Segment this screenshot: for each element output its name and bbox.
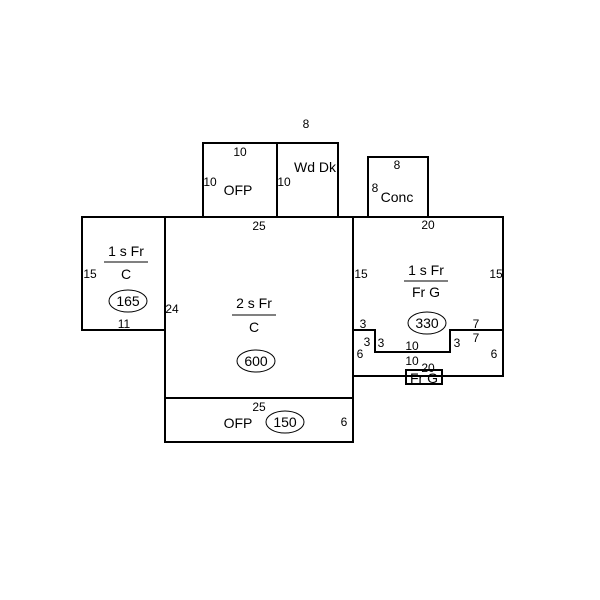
- main-label-top: 2 s Fr: [236, 295, 272, 311]
- dim-wd-dk-height: 10: [277, 175, 291, 189]
- west-area-value: 165: [116, 293, 140, 309]
- dim-notch-right-inner: 3: [454, 336, 461, 350]
- concrete-outline: [367, 156, 429, 217]
- wood-deck-outline: [277, 142, 339, 217]
- dim-east-top: 20: [421, 218, 435, 232]
- east-label-bottom: Fr G: [412, 284, 440, 300]
- dim-ofp-bottom-width: 25: [252, 400, 266, 414]
- garage-notch-outline: [353, 329, 503, 353]
- dim-ofp-top-height: 10: [203, 175, 217, 189]
- dim-notch-right-top: 7: [473, 317, 480, 331]
- west-label-top: 1 s Fr: [108, 243, 144, 259]
- ofp-top-label: OFP: [224, 182, 253, 198]
- dim-main-top: 25: [252, 219, 266, 233]
- dim-notch-left-side: 3: [364, 335, 371, 349]
- dim-notch-bottom-upper: 10: [405, 339, 419, 353]
- ofp-bottom-outline: [164, 397, 354, 443]
- east-label-top: 1 s Fr: [408, 262, 444, 278]
- west-area-outline: [81, 216, 165, 331]
- dim-notch-bottom-lower: 10: [405, 354, 419, 368]
- garage-bottom-label: Fr G: [410, 370, 438, 386]
- ofp-bottom-area-circle: [265, 410, 305, 434]
- dim-garage-right: 6: [491, 347, 498, 361]
- east-area-circle: [407, 311, 447, 335]
- dim-west-bottom: 11: [118, 317, 131, 331]
- main-area-circle: [236, 349, 276, 373]
- west-label-bottom: C: [121, 266, 131, 282]
- main-label-bottom: C: [249, 319, 259, 335]
- dim-east-left: 15: [354, 267, 368, 281]
- dim-ofp-top-width: 10: [233, 145, 247, 159]
- wood-deck-label: Wd Dk: [294, 159, 337, 175]
- ofp-bottom-label: OFP: [224, 415, 253, 431]
- dim-notch-left-inner: 3: [378, 336, 385, 350]
- east-area-outline: [353, 216, 504, 377]
- dim-east-right: 15: [489, 267, 503, 281]
- dim-notch-left-top: 3: [360, 317, 367, 331]
- concrete-label: Conc: [381, 189, 414, 205]
- main-area-value: 600: [244, 353, 268, 369]
- dim-garage-left: 6: [357, 347, 364, 361]
- ofp-bottom-area-value: 150: [273, 414, 297, 430]
- dim-conc-height: 8: [372, 181, 379, 195]
- dim-conc-width: 8: [394, 158, 401, 172]
- west-area-circle: [108, 289, 148, 313]
- dim-ofp-bottom-height: 6: [341, 415, 348, 429]
- dim-garage-bottom-width: 20: [421, 361, 435, 375]
- dim-west-side: 15: [83, 267, 97, 281]
- east-area-value: 330: [415, 315, 439, 331]
- dim-main-side: 24: [165, 302, 179, 316]
- ofp-top-outline: [202, 142, 278, 217]
- dim-wd-dk-width: 8: [303, 117, 310, 131]
- garage-label-mask: [405, 369, 443, 385]
- dim-notch-right-side: 7: [473, 331, 480, 345]
